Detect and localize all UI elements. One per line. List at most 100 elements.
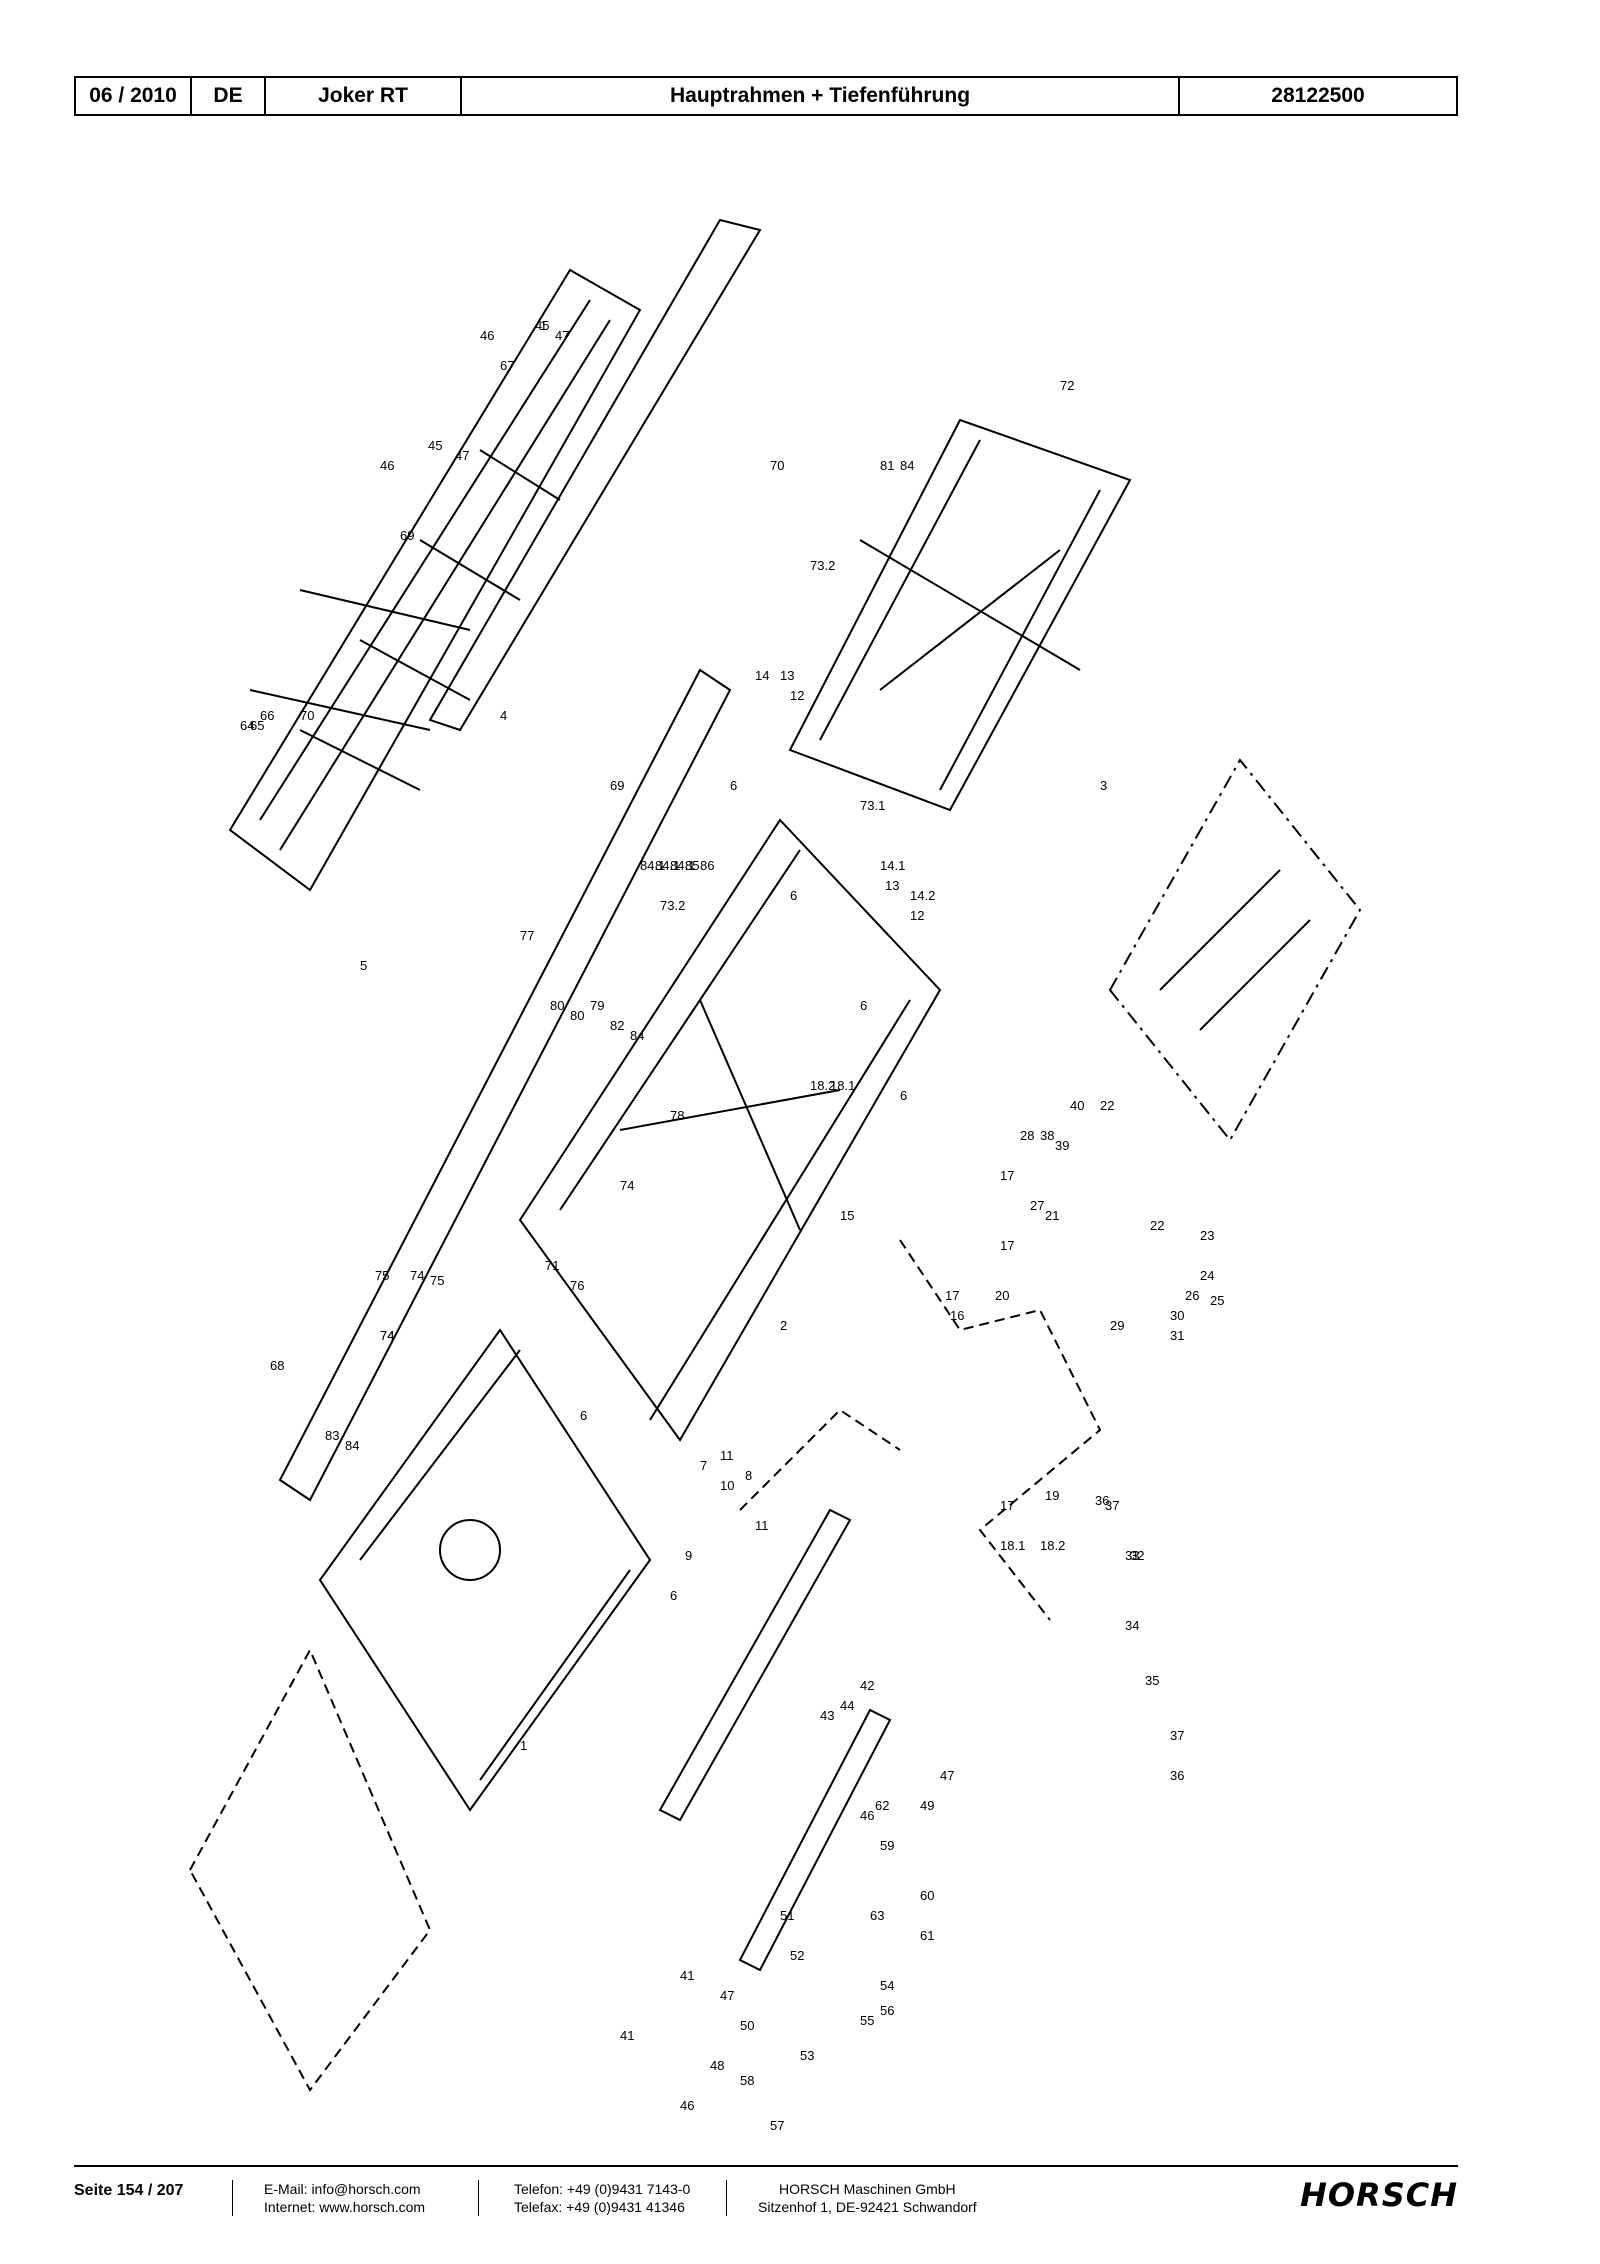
- callout: 18.1: [830, 1078, 855, 1093]
- callout: 67: [500, 358, 514, 373]
- callout: 4: [500, 708, 507, 723]
- callout: 57: [770, 2118, 784, 2133]
- callout: 46: [480, 328, 494, 343]
- callout: 80: [570, 1008, 584, 1023]
- footer-divider: [726, 2180, 727, 2216]
- callout: 25: [1210, 1293, 1224, 1308]
- header-lang: DE: [192, 78, 266, 114]
- callout: 84.1: [670, 858, 695, 873]
- callout: 47: [940, 1768, 954, 1783]
- footer-rule: [74, 2165, 1458, 2167]
- callout: 12: [910, 908, 924, 923]
- callout: 68: [270, 1358, 284, 1373]
- callout: 28: [1020, 1128, 1034, 1143]
- callout: 72: [1060, 378, 1074, 393]
- callout: 39: [1055, 1138, 1069, 1153]
- footer-divider: [232, 2180, 233, 2216]
- callout: 20: [995, 1288, 1009, 1303]
- callout: 18.2: [810, 1078, 835, 1093]
- callout: 69: [400, 528, 414, 543]
- exploded-parts-drawing: 1 1 2 3 4 5 6 6 6 6 6 6 7 8 9 10 11 11 1…: [0, 130, 1600, 2140]
- footer-fax: Telefax: +49 (0)9431 41346: [514, 2199, 685, 2215]
- callout: 1: [540, 318, 547, 333]
- page-number: Seite 154 / 207: [74, 2182, 184, 2199]
- callout: 56: [880, 2003, 894, 2018]
- footer-internet: Internet: www.horsch.com: [264, 2199, 426, 2215]
- callout: 76: [570, 1278, 584, 1293]
- callout: 36: [1170, 1768, 1184, 1783]
- callout: 23: [1200, 1228, 1214, 1243]
- callout: 37: [1105, 1498, 1119, 1513]
- callout: 80: [550, 998, 564, 1013]
- callout: 64: [240, 718, 254, 733]
- callout: 60: [920, 1888, 934, 1903]
- callout: 75: [375, 1268, 389, 1283]
- callout: 5: [360, 958, 367, 973]
- callout: 55: [860, 2013, 874, 2028]
- header-part-no: 28122500: [1271, 84, 1365, 107]
- header-model: Joker RT: [266, 78, 462, 114]
- callout: 47: [720, 1988, 734, 2003]
- callout: 35: [1145, 1673, 1159, 1688]
- callout: 18.2: [1040, 1538, 1065, 1553]
- footer-phone: Telefon: +49 (0)9431 7143-0: [514, 2181, 691, 2197]
- callout: 14.2: [910, 888, 935, 903]
- horsch-logo: HORSCH: [1300, 2176, 1458, 2214]
- callout: 49: [920, 1798, 934, 1813]
- footer-email: E-Mail: info@horsch.com: [264, 2181, 421, 2197]
- callout: 14.1: [880, 858, 905, 873]
- callout: 54: [880, 1978, 894, 1993]
- callout: 11: [755, 1518, 769, 1533]
- callout: 50: [740, 2018, 754, 2033]
- callout: 31: [1170, 1328, 1184, 1343]
- callout: 53: [800, 2048, 814, 2063]
- callout: 70: [770, 458, 784, 473]
- callout: 71: [545, 1258, 559, 1273]
- callout: 81: [880, 458, 894, 473]
- callout-labels: 1 1 2 3 4 5 6 6 6 6 6 6 7 8 9 10 11 11 1…: [240, 318, 1224, 2133]
- callout: 43: [820, 1708, 834, 1723]
- callout: 52: [790, 1948, 804, 1963]
- callout: 83: [325, 1428, 339, 1443]
- callout: 17: [945, 1288, 959, 1303]
- callout: 10: [720, 1478, 734, 1493]
- callout: 51: [780, 1908, 794, 1923]
- callout: 9: [685, 1548, 692, 1563]
- callout: 84.1: [640, 858, 665, 873]
- callout: 44: [840, 1698, 854, 1713]
- callout: 6: [670, 1588, 677, 1603]
- callout: 26: [1185, 1288, 1199, 1303]
- header-date: 06 / 2010: [76, 78, 192, 114]
- callout: 65: [250, 718, 264, 733]
- callout: 59: [880, 1838, 894, 1853]
- callout: 61: [920, 1928, 934, 1943]
- callout: 15: [840, 1208, 854, 1223]
- callout: 6: [860, 998, 867, 1013]
- callout: 24: [1200, 1268, 1214, 1283]
- footer-contact-web: E-Mail: info@horsch.com Internet: www.ho…: [264, 2180, 425, 2216]
- callout: 47: [555, 328, 569, 343]
- callout: 3: [1100, 778, 1107, 793]
- callout: 13: [780, 668, 794, 683]
- callout: 77: [520, 928, 534, 943]
- callout: 6: [580, 1408, 587, 1423]
- callout: 12: [790, 688, 804, 703]
- callout: 17: [1000, 1168, 1014, 1183]
- footer-contact-phone: Telefon: +49 (0)9431 7143-0 Telefax: +49…: [514, 2180, 690, 2216]
- callout: 46: [860, 1808, 874, 1823]
- callout: 46: [680, 2098, 694, 2113]
- callout: 75: [430, 1273, 444, 1288]
- callout: 84: [900, 458, 914, 473]
- callout: 63: [870, 1908, 884, 1923]
- callout: 73.1: [860, 798, 885, 813]
- callout: 19: [1045, 1488, 1059, 1503]
- callout: 73.2: [660, 898, 685, 913]
- callout: 29: [1110, 1318, 1124, 1333]
- callout: 6: [730, 778, 737, 793]
- callout: 36: [1095, 1493, 1109, 1508]
- callout: 21: [1045, 1208, 1059, 1223]
- callout: 79: [590, 998, 604, 1013]
- callout: 82: [610, 1018, 624, 1033]
- callout: 2: [780, 1318, 787, 1333]
- callout: 38: [1040, 1128, 1054, 1143]
